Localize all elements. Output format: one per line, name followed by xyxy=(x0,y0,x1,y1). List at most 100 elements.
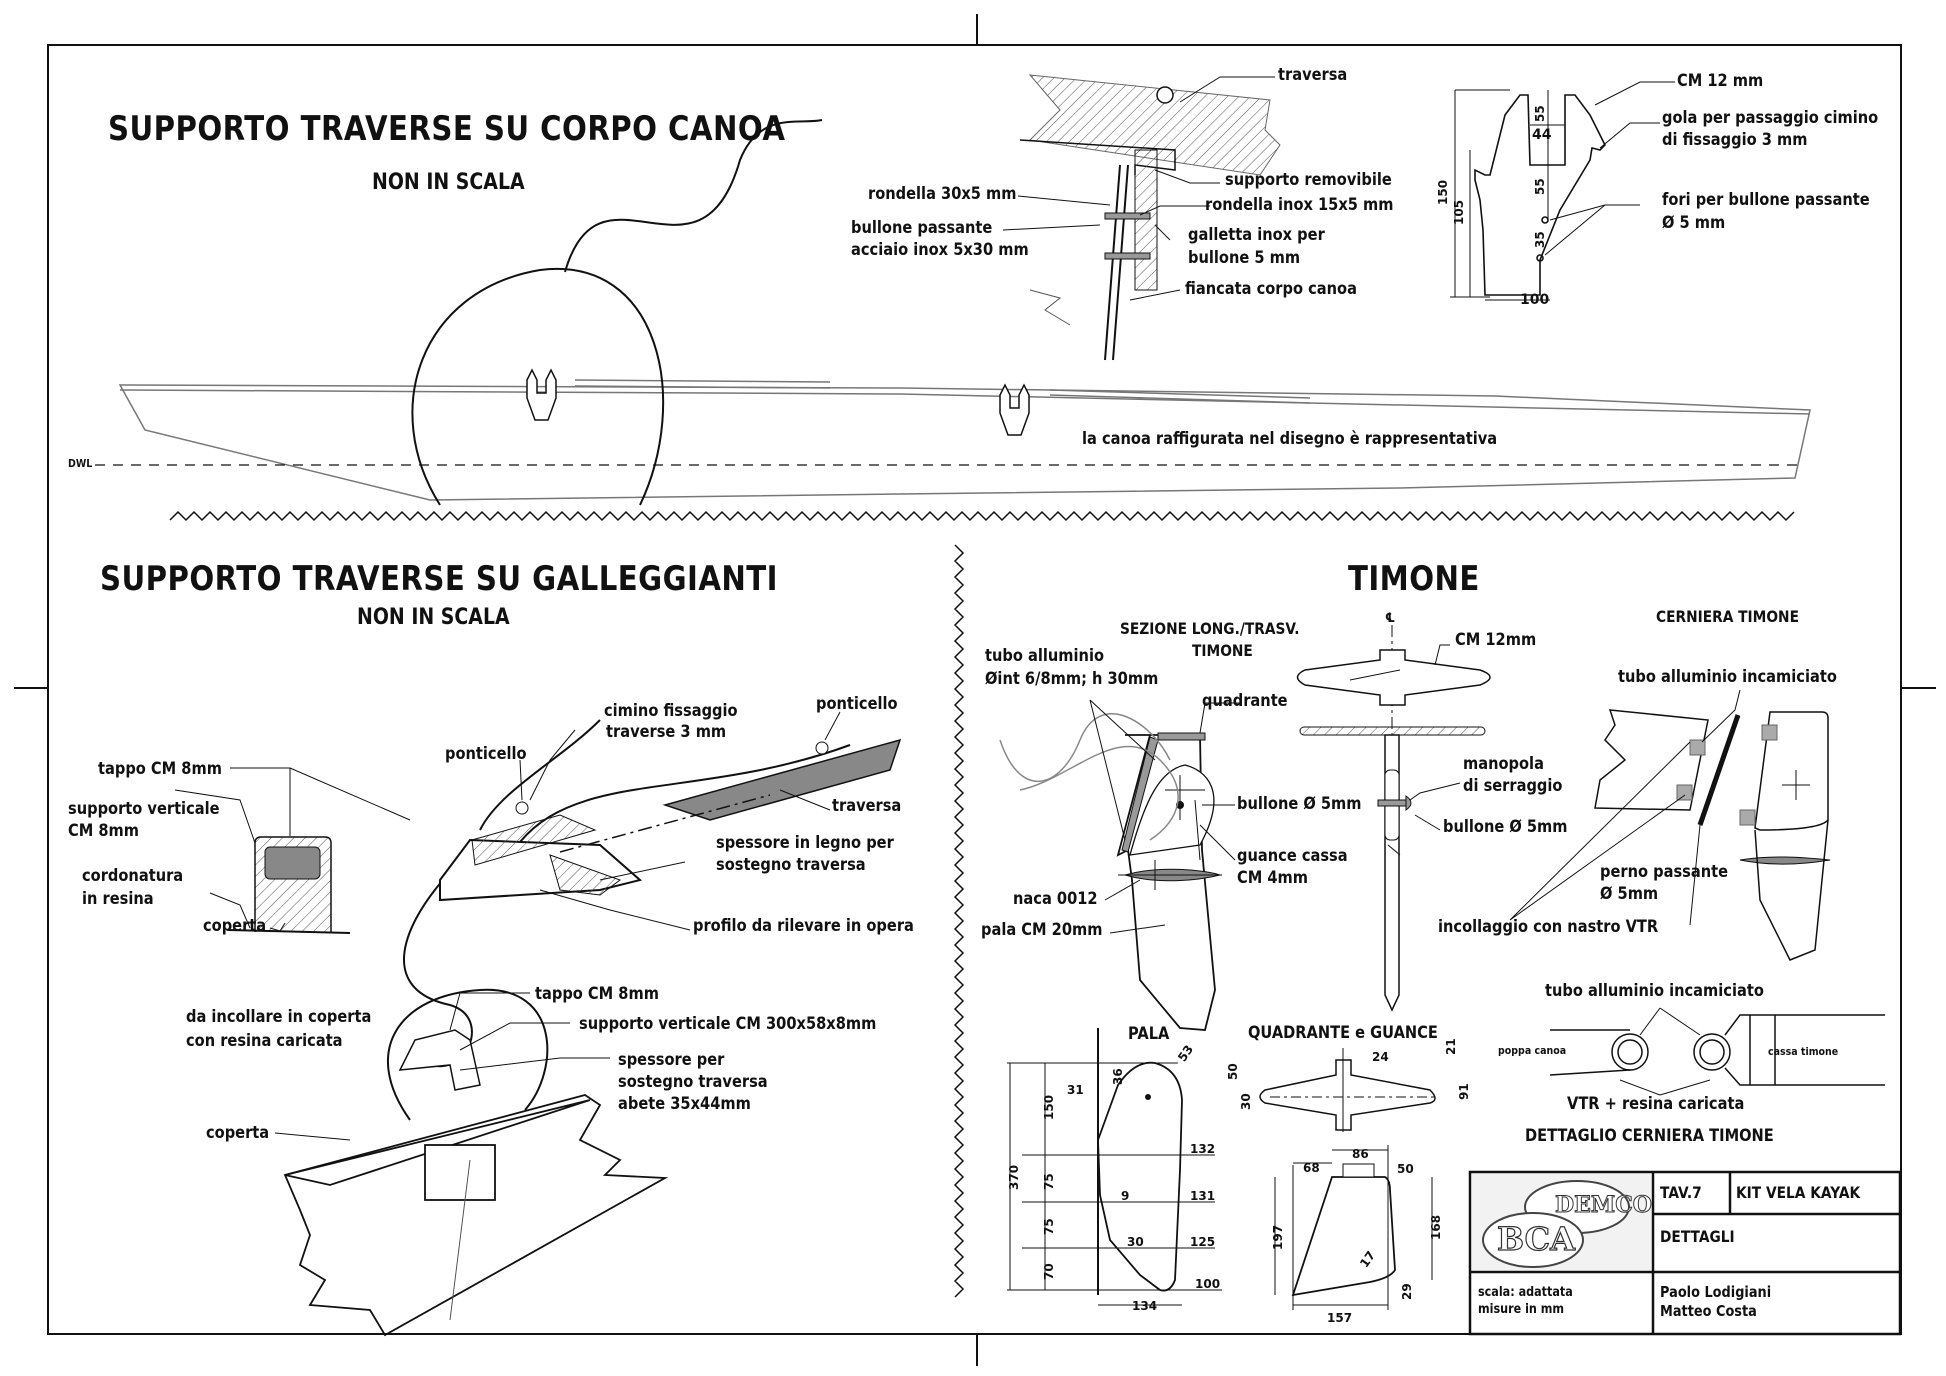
label-galletta-1: galletta inox per xyxy=(1188,225,1325,245)
canoe-hull xyxy=(118,379,1811,501)
rudder-leader-curve xyxy=(999,713,1171,783)
label-tubo-incamiciato-hinge: tubo alluminio incamiciato xyxy=(1618,667,1837,687)
label-fiancata: fiancata corpo canoa xyxy=(1185,279,1357,299)
label-coperta-section: coperta xyxy=(203,916,267,936)
label-bullone-passante: bullone passante xyxy=(851,218,993,238)
label-tubo-incamiciato-detail: tubo alluminio incamiciato xyxy=(1545,981,1764,1001)
label-perno-2: Ø 5mm xyxy=(1600,884,1659,904)
label-tubo-alluminio-2: Øint 6/8mm; h 30mm xyxy=(985,669,1159,689)
dim-pala-132: 132 xyxy=(1190,1142,1216,1156)
break-line-horizontal xyxy=(169,510,1795,522)
label-cm12-support: CM 12 mm xyxy=(1677,71,1764,91)
dim-g-68: 68 xyxy=(1303,1161,1320,1175)
label-profilo-rilevare: profilo da rilevare in opera xyxy=(693,916,914,936)
hinge-drawing xyxy=(1594,709,1831,961)
label-cerniera-timone: CERNIERA TIMONE xyxy=(1656,607,1799,626)
leaders-hinge xyxy=(1509,689,1741,926)
label-incollare-1: da incollare in coperta xyxy=(186,1007,372,1027)
detail-circle-float xyxy=(386,988,549,1121)
title-supporto-canoa: SUPPORTO TRAVERSE SU CORPO CANOA xyxy=(108,109,786,149)
label-guance-1: guance cassa xyxy=(1237,846,1348,866)
rudder-leader-curve-2 xyxy=(1019,745,1179,841)
dim-g-29: 29 xyxy=(1400,1283,1414,1300)
dim-150: 150 xyxy=(1436,179,1450,205)
dim-pala-75a: 75 xyxy=(1042,1173,1056,1190)
dim-pala-70: 70 xyxy=(1042,1263,1056,1280)
leaders-support-profile xyxy=(1544,81,1675,256)
leaders-canoa xyxy=(1002,76,1275,301)
label-cordonatura-1: cordonatura xyxy=(82,866,184,886)
note-canoa-rappresentativa: la canoa raffigurata nel disegno è rappr… xyxy=(1082,429,1498,449)
pala-dims xyxy=(1007,1062,1222,1306)
leaders-hinge-detail xyxy=(1619,1007,1711,1096)
label-supporto-verticale-300: supporto verticale CM 300x58x8mm xyxy=(579,1014,877,1034)
dim-g-50: 50 xyxy=(1397,1162,1414,1176)
leaders-rudder-front xyxy=(1349,644,1461,856)
label-rondella-inox: rondella inox 15x5 mm xyxy=(1205,195,1394,215)
dim-105: 105 xyxy=(1452,199,1466,225)
label-cimino-1: cimino fissaggio xyxy=(604,701,738,721)
label-pala-cm20: pala CM 20mm xyxy=(981,920,1103,940)
leaders-float-3d xyxy=(519,711,841,931)
label-acciaio-inox: acciaio inox 5x30 mm xyxy=(851,240,1029,260)
float-cross-section xyxy=(227,836,351,934)
support-icon-2 xyxy=(999,383,1030,436)
leaders-float-section xyxy=(174,767,411,932)
label-spessore-per-1: spessore per xyxy=(618,1050,725,1070)
label-manopola-2: di serraggio xyxy=(1463,776,1563,796)
label-guance-2: CM 4mm xyxy=(1237,868,1309,888)
label-fori-1: fori per bullone passante xyxy=(1662,190,1870,210)
logo-bca-oval xyxy=(1482,1212,1584,1268)
label-cordonatura-2: in resina xyxy=(82,889,154,909)
dim-pala-30: 30 xyxy=(1127,1235,1144,1249)
detail-circle-canoa xyxy=(411,267,665,506)
label-dwl: DWL xyxy=(68,457,93,470)
dim-pala-370: 370 xyxy=(1007,1164,1021,1190)
label-quadrante: quadrante xyxy=(1202,691,1288,711)
dim-pala-131: 131 xyxy=(1190,1189,1216,1203)
title-block xyxy=(1468,1170,1902,1336)
quadrante-guance xyxy=(1291,1163,1396,1297)
title-block-scala: scala: adattata xyxy=(1478,1285,1573,1300)
label-rondella-30x5: rondella 30x5 mm xyxy=(868,184,1017,204)
sheet-border xyxy=(47,44,1902,1335)
label-supporto-removibile: supporto removibile xyxy=(1225,170,1392,190)
quadrante-top xyxy=(1259,1048,1436,1132)
label-poppa-canoa: poppa canoa xyxy=(1498,1044,1567,1057)
subtitle-non-in-scala-canoa: NON IN SCALA xyxy=(372,170,525,195)
dim-pala-134: 134 xyxy=(1132,1299,1158,1313)
break-line-vertical xyxy=(953,544,965,1298)
label-gola-1: gola per passaggio cimino xyxy=(1662,108,1879,128)
label-galletta-2: bullone 5 mm xyxy=(1188,248,1301,268)
dim-q-91: 91 xyxy=(1457,1083,1471,1100)
dim-g-157: 157 xyxy=(1327,1311,1353,1325)
rudder-front-view xyxy=(1296,625,1491,1012)
dims-support-profile xyxy=(1450,89,1565,301)
label-sezione-timone: TIMONE xyxy=(1192,641,1253,660)
label-spessore-legno-1: spessore in legno per xyxy=(716,833,894,853)
dim-55-top: 55 xyxy=(1533,105,1547,122)
support-icon-1 xyxy=(526,368,557,421)
label-ponticello-right: ponticello xyxy=(816,694,898,714)
label-gola-2: di fissaggio 3 mm xyxy=(1662,130,1808,150)
title-supporto-galleggianti: SUPPORTO TRAVERSE SU GALLEGGIANTI xyxy=(100,559,778,599)
subtitle-non-in-scala-galleggianti: NON IN SCALA xyxy=(357,605,510,630)
small-support-3d xyxy=(398,1029,481,1091)
title-block-sheet: DETTAGLI xyxy=(1660,1227,1735,1246)
traversa-section xyxy=(1019,74,1281,361)
logo-bca: BCA xyxy=(1496,1220,1575,1258)
label-spessore-legno-2: sostegno traversa xyxy=(716,855,866,875)
label-naca: naca 0012 xyxy=(1013,889,1098,909)
label-bullone-side: bullone Ø 5mm xyxy=(1237,794,1362,814)
dim-pala-31: 31 xyxy=(1067,1083,1084,1097)
title-block-project: KIT VELA KAYAK xyxy=(1736,1183,1861,1202)
title-block-tav: TAV.7 xyxy=(1660,1183,1702,1202)
label-ponticello-left: ponticello xyxy=(445,744,527,764)
title-block-author-2: Matteo Costa xyxy=(1660,1302,1757,1320)
title-timone: TIMONE xyxy=(1348,559,1480,599)
label-traversa: traversa xyxy=(1278,65,1348,85)
leader-curve-canoa xyxy=(564,119,823,273)
dim-g-168: 168 xyxy=(1429,1214,1443,1240)
label-dettaglio-cerniera: DETTAGLIO CERNIERA TIMONE xyxy=(1525,1126,1774,1146)
